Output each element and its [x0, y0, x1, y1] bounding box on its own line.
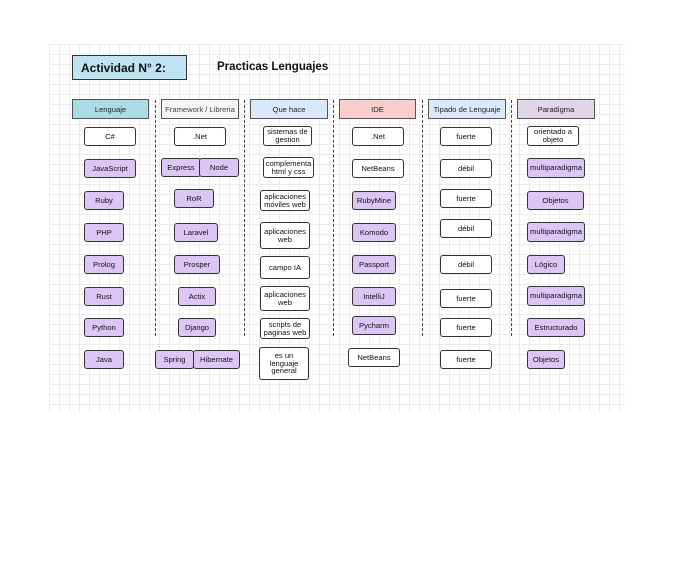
lenguaje-item: PHP [84, 223, 124, 242]
lenguaje-item: C# [84, 127, 136, 146]
paradigma-item: multiparadigma [527, 158, 585, 178]
lenguaje-item: Python [84, 318, 124, 337]
header-tipado: Tipado de Lenguaje [428, 99, 506, 119]
ide-item: Passport [352, 255, 396, 274]
framework-item: Laravel [174, 223, 218, 242]
ide-item: Pycharm [352, 316, 396, 335]
ide-item: NetBeans [352, 159, 404, 178]
lenguaje-item: JavaScript [84, 159, 136, 178]
column-separator [244, 100, 245, 336]
header-ide: IDE [339, 99, 416, 119]
column-separator [155, 100, 156, 336]
tipado-item: débil [440, 159, 492, 178]
framework-item: Django [178, 318, 216, 337]
header-lenguaje: Lenguaje [72, 99, 149, 119]
ide-item: Komodo [352, 223, 396, 242]
framework-item: .Net [174, 127, 226, 146]
header-que-hace: Que hace [250, 99, 328, 119]
activity-title: Actividad N° 2: [72, 55, 187, 80]
que-hace-item: sistemas de gestion [263, 126, 312, 146]
que-hace-item: complementa html y css [263, 157, 314, 178]
framework-item: RoR [174, 189, 214, 208]
framework-item: Express [161, 158, 201, 177]
paradigma-item: multiparadigma [527, 286, 585, 306]
paradigma-item: Lógico [527, 255, 565, 274]
framework-item: Actix [178, 287, 216, 306]
ide-item: .Net [352, 127, 404, 146]
tipado-item: débil [440, 255, 492, 274]
column-separator [422, 100, 423, 336]
tipado-item: fuerte [440, 189, 492, 208]
paradigma-item: Objetos [527, 191, 584, 210]
lenguaje-item: Ruby [84, 191, 124, 210]
framework-item: Hibernate [193, 350, 240, 369]
que-hace-item: es un lenguaje general [259, 347, 309, 380]
ide-item: RubyMine [352, 191, 396, 210]
paradigma-item: Estructurado [527, 318, 585, 337]
tipado-item: fuerte [440, 289, 492, 308]
framework-item: Prosper [174, 255, 220, 274]
tipado-item: fuerte [440, 318, 492, 337]
paradigma-item: orientado a objeto [527, 126, 579, 146]
que-hace-item: scripts de paginas web [260, 318, 310, 339]
ide-item: NetBeans [348, 348, 400, 367]
que-hace-item: aplicaciones web [260, 286, 310, 311]
lenguaje-item: Rust [84, 287, 124, 306]
header-paradigma: Paradigma [517, 99, 595, 119]
que-hace-item: aplicaciones móviles web [260, 190, 310, 211]
ide-item: IntelliJ [352, 287, 396, 306]
tipado-item: fuerte [440, 350, 492, 369]
practice-subtitle: Practicas Lenguajes [217, 61, 329, 73]
paradigma-item: Objetos [527, 350, 565, 369]
header-framework: Framework / Libreria [161, 99, 239, 119]
column-separator [511, 100, 512, 336]
lenguaje-item: Java [84, 350, 124, 369]
lenguaje-item: Prolog [84, 255, 124, 274]
tipado-item: débil [440, 219, 492, 238]
framework-item: Node [199, 158, 239, 177]
paradigma-item: multiparadigma [527, 222, 585, 242]
column-separator [333, 100, 334, 336]
que-hace-item: campo IA [260, 256, 310, 279]
que-hace-item: aplicaciones web [260, 222, 310, 249]
tipado-item: fuerte [440, 127, 492, 146]
framework-item: Spring [155, 350, 194, 369]
